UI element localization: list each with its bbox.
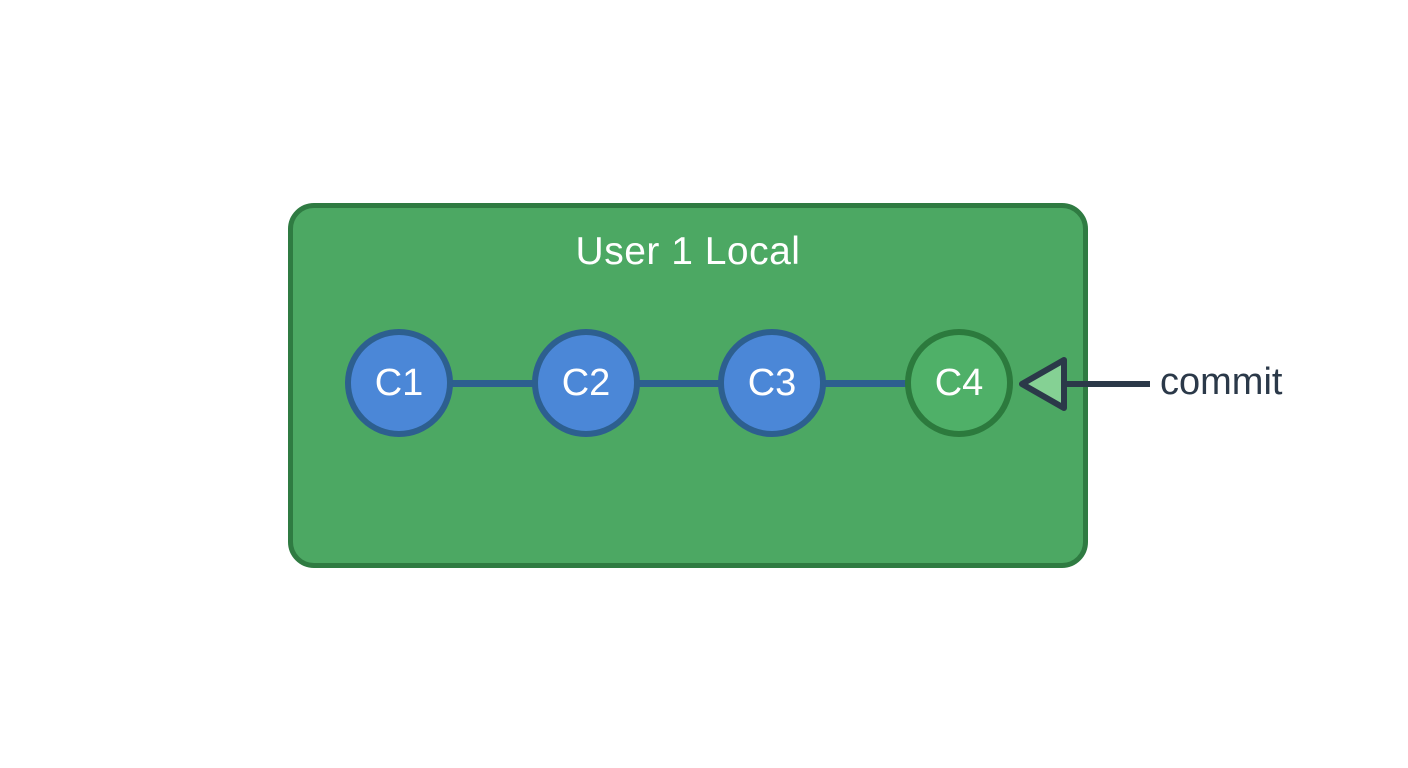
user-1-local-box: User 1 Local C1 C2 C3 C4 [288,203,1088,568]
commit-node-c1: C1 [345,329,453,437]
commit-pointer-arrow-icon [1019,357,1150,411]
commit-node-c2: C2 [532,329,640,437]
commit-node-c4: C4 [905,329,1013,437]
commit-node-c3: C3 [718,329,826,437]
commit-chain-connector [399,380,959,387]
commit-annotation-label: commit [1160,360,1283,403]
repo-box-title: User 1 Local [575,230,801,273]
